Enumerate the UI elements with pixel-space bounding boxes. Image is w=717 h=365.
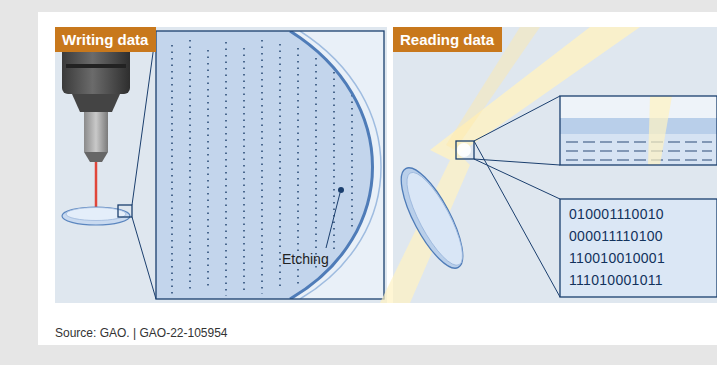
card [38, 12, 717, 345]
glass-disk [62, 207, 130, 225]
binary-row: 000011110100 [569, 228, 663, 244]
panel-tab: Reading data [393, 27, 502, 52]
writing-panel [55, 27, 387, 303]
binary-row: 010001110010 [569, 206, 664, 222]
panel-title: Writing data [62, 31, 148, 48]
zoom-view [156, 31, 384, 299]
panel-tab: Writing data [55, 27, 156, 52]
leader-line [326, 193, 340, 248]
binary-row: 111010001011 [569, 272, 663, 288]
binary-row: 110010010001 [569, 250, 665, 266]
source-caption: Source: GAO. | GAO-22-105954 [55, 326, 228, 340]
layer-view [560, 96, 717, 165]
etching-label: Etching [282, 251, 329, 267]
panel-title: Reading data [400, 31, 494, 48]
etch-dot [338, 187, 344, 193]
laser-head [62, 32, 130, 214]
data-view [560, 199, 717, 297]
glass-disk [390, 160, 474, 276]
